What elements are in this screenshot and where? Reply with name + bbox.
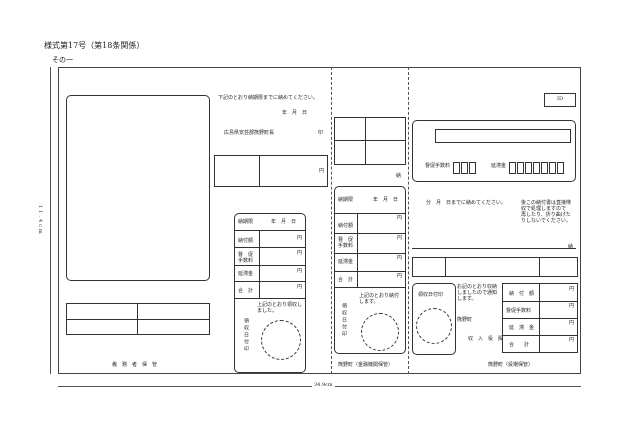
middle-payment-table: 納期限 年 月 日 納付額 円 督 促 手数料 円 延滞金 円 合 計 円 上記… — [334, 186, 406, 354]
mayor-seal: 印 — [318, 130, 324, 136]
mayor-label: 広島県安芸郡熊野町長 — [224, 130, 275, 136]
right-deadline: 分 月 日までに納めてください。 — [426, 200, 506, 206]
bottom-dimension-label: 34.9cm — [312, 382, 335, 388]
right-warning: 後この納付書は直接徴 収で処理しますので 再したり、折り曲げた りしないでくださ… — [521, 200, 572, 224]
left-date: 年 月 日 — [282, 110, 308, 116]
side-dimension-line — [50, 67, 51, 374]
tear-line-1 — [331, 67, 332, 374]
left-notice: 下記のとおり納期限までに納めてください。 — [218, 95, 318, 101]
right-footer: 熊野町（役場保管） — [488, 362, 534, 368]
middle-nou: 納 — [396, 173, 402, 179]
right-code-panel: 督促手数料 延滞金 — [412, 120, 576, 182]
address-window — [66, 95, 210, 281]
right-amount-table: 納 付 額 円 督促手数料 円 延 滞 金 円 合 計 円 — [502, 283, 578, 353]
right-town: 熊野町 — [457, 317, 473, 323]
right-rule — [412, 248, 576, 249]
left-payment-table: 納期限 年 月 日 納付額 円 督 促 手数料 円 延滞金 円 合 計 円 上記… — [234, 213, 306, 373]
middle-top-grid — [334, 117, 406, 165]
keeper-label: 義 務 者 保 管 — [112, 362, 158, 368]
form-subtitle: その一 — [52, 56, 73, 64]
address-box — [66, 303, 210, 335]
right-strip-box — [412, 257, 578, 277]
right-nou: 納 — [568, 244, 574, 250]
left-amount-box: 円 — [214, 155, 328, 187]
form-frame — [58, 67, 581, 374]
side-dimension-label: 11.4cm — [37, 205, 43, 236]
right-collector: 収 入 役 殿 — [468, 336, 504, 342]
id-box: ID — [544, 93, 576, 107]
right-seal-box: 領収日付印 — [412, 283, 456, 355]
middle-footer: 熊野町（金融機関保管） — [338, 362, 394, 368]
form-title: 様式第17号（第18条関係） — [44, 41, 145, 50]
right-notice: お記のとおり収納 しましたので通知 します。 — [457, 284, 498, 302]
tear-line-2 — [408, 67, 409, 374]
